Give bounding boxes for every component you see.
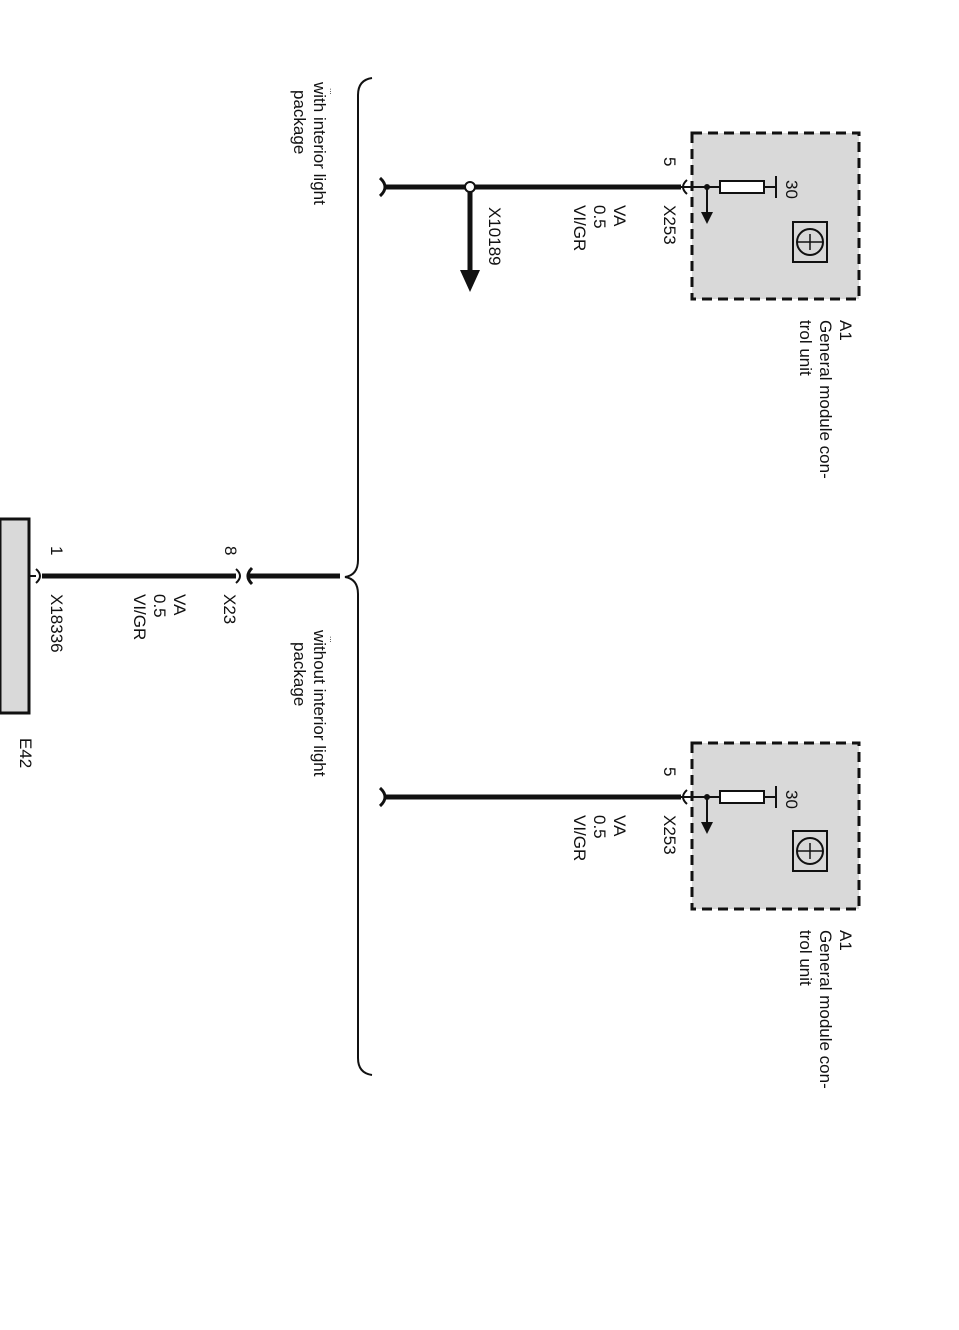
variant-without-line2: package — [290, 642, 309, 706]
variant-without-marker: ... — [328, 636, 337, 643]
component-e42-ref: E42 — [16, 738, 35, 768]
variant-with-line1: with interior light — [310, 81, 329, 205]
connector-bottom-icon — [682, 789, 688, 805]
resistor-icon — [719, 180, 765, 194]
variant-brace — [344, 77, 373, 1076]
module-top-ref: A1 — [836, 320, 855, 341]
connector-bottom-label: X253 — [660, 815, 679, 855]
connector-x18336-label: X18336 — [47, 594, 66, 653]
transistor-icon — [792, 221, 828, 263]
variant-with-line2: package — [290, 90, 309, 154]
variant-without-line1: without interior light — [310, 629, 329, 777]
connector-top-icon — [682, 179, 688, 195]
branch-arrow-icon — [460, 270, 480, 292]
wire-bottom-type: VA — [610, 815, 629, 837]
connector-x23-icon — [235, 568, 241, 584]
component-e42: E42 — [0, 517, 35, 768]
wire-top-color: VI/GR — [570, 205, 589, 251]
branch-x10189: X10189 — [460, 181, 504, 292]
connector-top-label: X253 — [660, 205, 679, 245]
connector-x18336-icon — [35, 568, 41, 584]
wire-top: 5 X253 VA 0.5 VI/GR — [378, 157, 688, 251]
connector-x23-label: X23 — [220, 594, 239, 624]
module-top-terminal: 30 — [782, 180, 801, 199]
module-top-box — [690, 131, 861, 301]
module-bottom: 30 A1 General module con- trol unit — [681, 741, 861, 1089]
pin-bottom: 5 — [660, 767, 679, 776]
ground-arrow-icon — [701, 822, 713, 834]
module-bottom-terminal: 30 — [782, 790, 801, 809]
module-bottom-ref: A1 — [836, 930, 855, 951]
pin-x18336: 1 — [47, 546, 66, 555]
module-bottom-name-2: trol unit — [796, 930, 815, 986]
module-bottom-box — [690, 741, 861, 911]
wire-lower: 8 X23 VA 0.5 VI/GR 1 X18336 — [30, 546, 340, 653]
wire-lower-type: VA — [170, 594, 189, 616]
branch-connector-label: X10189 — [485, 207, 504, 266]
module-top-name-2: trol unit — [796, 320, 815, 376]
wire-top-size: 0.5 — [590, 205, 609, 229]
ground-arrow-icon — [701, 212, 713, 224]
wire-lower-size: 0.5 — [150, 594, 169, 618]
wire-bottom-color: VI/GR — [570, 815, 589, 861]
pin-top: 5 — [660, 157, 679, 166]
wire-lower-color: VI/GR — [130, 594, 149, 640]
wire-bottom: 5 X253 VA 0.5 VI/GR — [378, 767, 688, 861]
pin-x23: 8 — [221, 546, 240, 555]
component-e42-box — [0, 517, 31, 715]
wire-top-type: VA — [610, 205, 629, 227]
module-top: 30 A1 General module con- trol unit — [681, 131, 861, 479]
module-bottom-name-1: General module con- — [816, 930, 835, 1089]
variant-with-marker: ... — [328, 88, 337, 95]
wire-bottom-size: 0.5 — [590, 815, 609, 839]
module-top-name-1: General module con- — [816, 320, 835, 479]
resistor-icon — [719, 790, 765, 804]
transistor-icon — [792, 830, 828, 872]
